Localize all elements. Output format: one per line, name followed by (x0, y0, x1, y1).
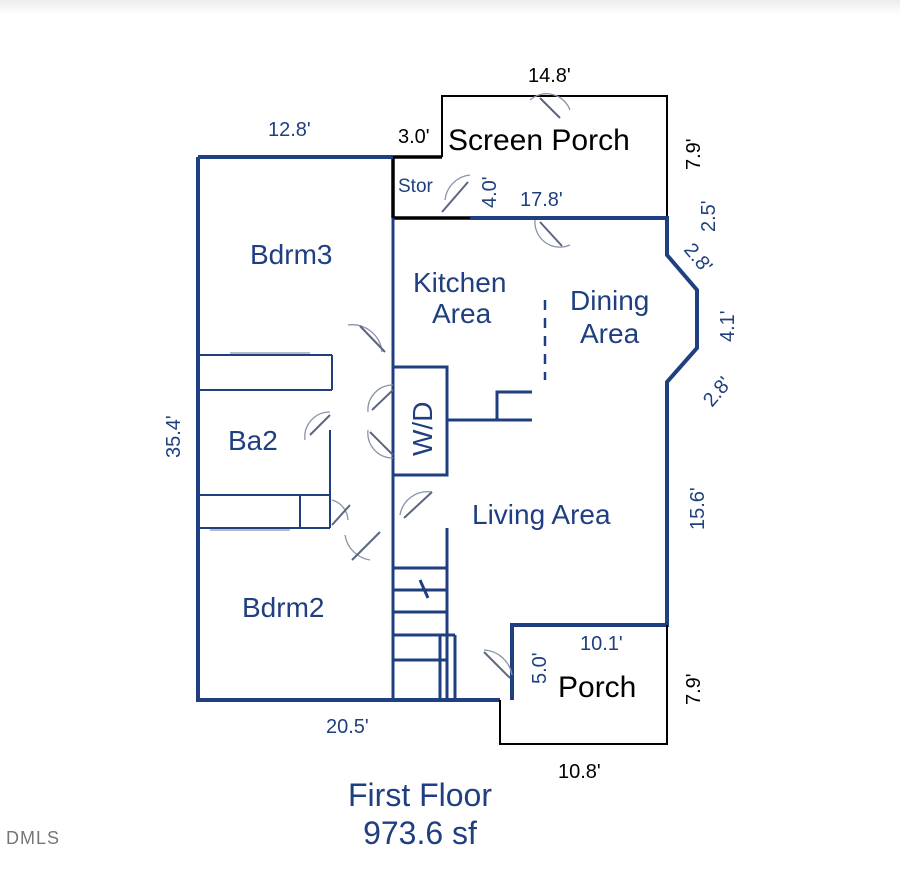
dim-screen-porch-width: 14.8' (528, 65, 571, 87)
floor-area: 973.6 sf (363, 815, 477, 851)
porch-label: Porch (558, 671, 636, 704)
porch-outline (499, 625, 668, 745)
kitchen-label-2: Area (432, 298, 492, 329)
stairs (393, 528, 457, 700)
dim-stor-width: 3.0' (398, 126, 430, 148)
wd-label: W/D (407, 402, 438, 456)
dim-left-side: 35.4' (163, 415, 185, 458)
dim-dining-wall: 17.8' (520, 189, 563, 211)
dim-left-top: 12.8' (268, 119, 311, 141)
dim-porch-bottom: 10.8' (558, 761, 601, 783)
dim-stor-depth: 4.0' (479, 176, 501, 208)
stor-label: Stor (398, 176, 434, 197)
dim-bay-middle: 4.1' (717, 310, 739, 342)
interior-walls (198, 218, 532, 700)
dim-right-lower: 15.6' (687, 487, 709, 530)
bdrm2-label: Bdrm2 (242, 592, 324, 623)
living-label: Living Area (472, 499, 611, 530)
dim-screen-porch-depth: 7.9' (683, 138, 705, 170)
door-swings (304, 93, 571, 679)
dim-bottom: 20.5' (326, 716, 369, 738)
dim-bay-lower: 2.8' (699, 373, 736, 411)
dining-label-1: Dining (570, 285, 649, 316)
dining-label-2: Area (580, 318, 640, 349)
floor-title: First Floor 973.6 sf (260, 776, 580, 852)
dim-porch-depth: 7.9' (683, 673, 705, 705)
dim-porch-side: 5.0' (529, 652, 551, 684)
dim-right-upper: 2.5' (698, 200, 720, 232)
floor-name: First Floor (348, 777, 492, 813)
watermark: DMLS (6, 828, 61, 848)
ba2-label: Ba2 (228, 425, 278, 456)
screen-porch-outline (391, 95, 668, 220)
house-outline (196, 155, 699, 702)
bdrm3-label: Bdrm3 (250, 239, 332, 270)
dim-porch-top: 10.1' (580, 633, 623, 655)
screen-porch-label: Screen Porch (448, 124, 630, 157)
dim-bay-upper: 2.8' (679, 239, 716, 277)
top-fade (0, 0, 900, 14)
kitchen-label-1: Kitchen (413, 267, 506, 298)
